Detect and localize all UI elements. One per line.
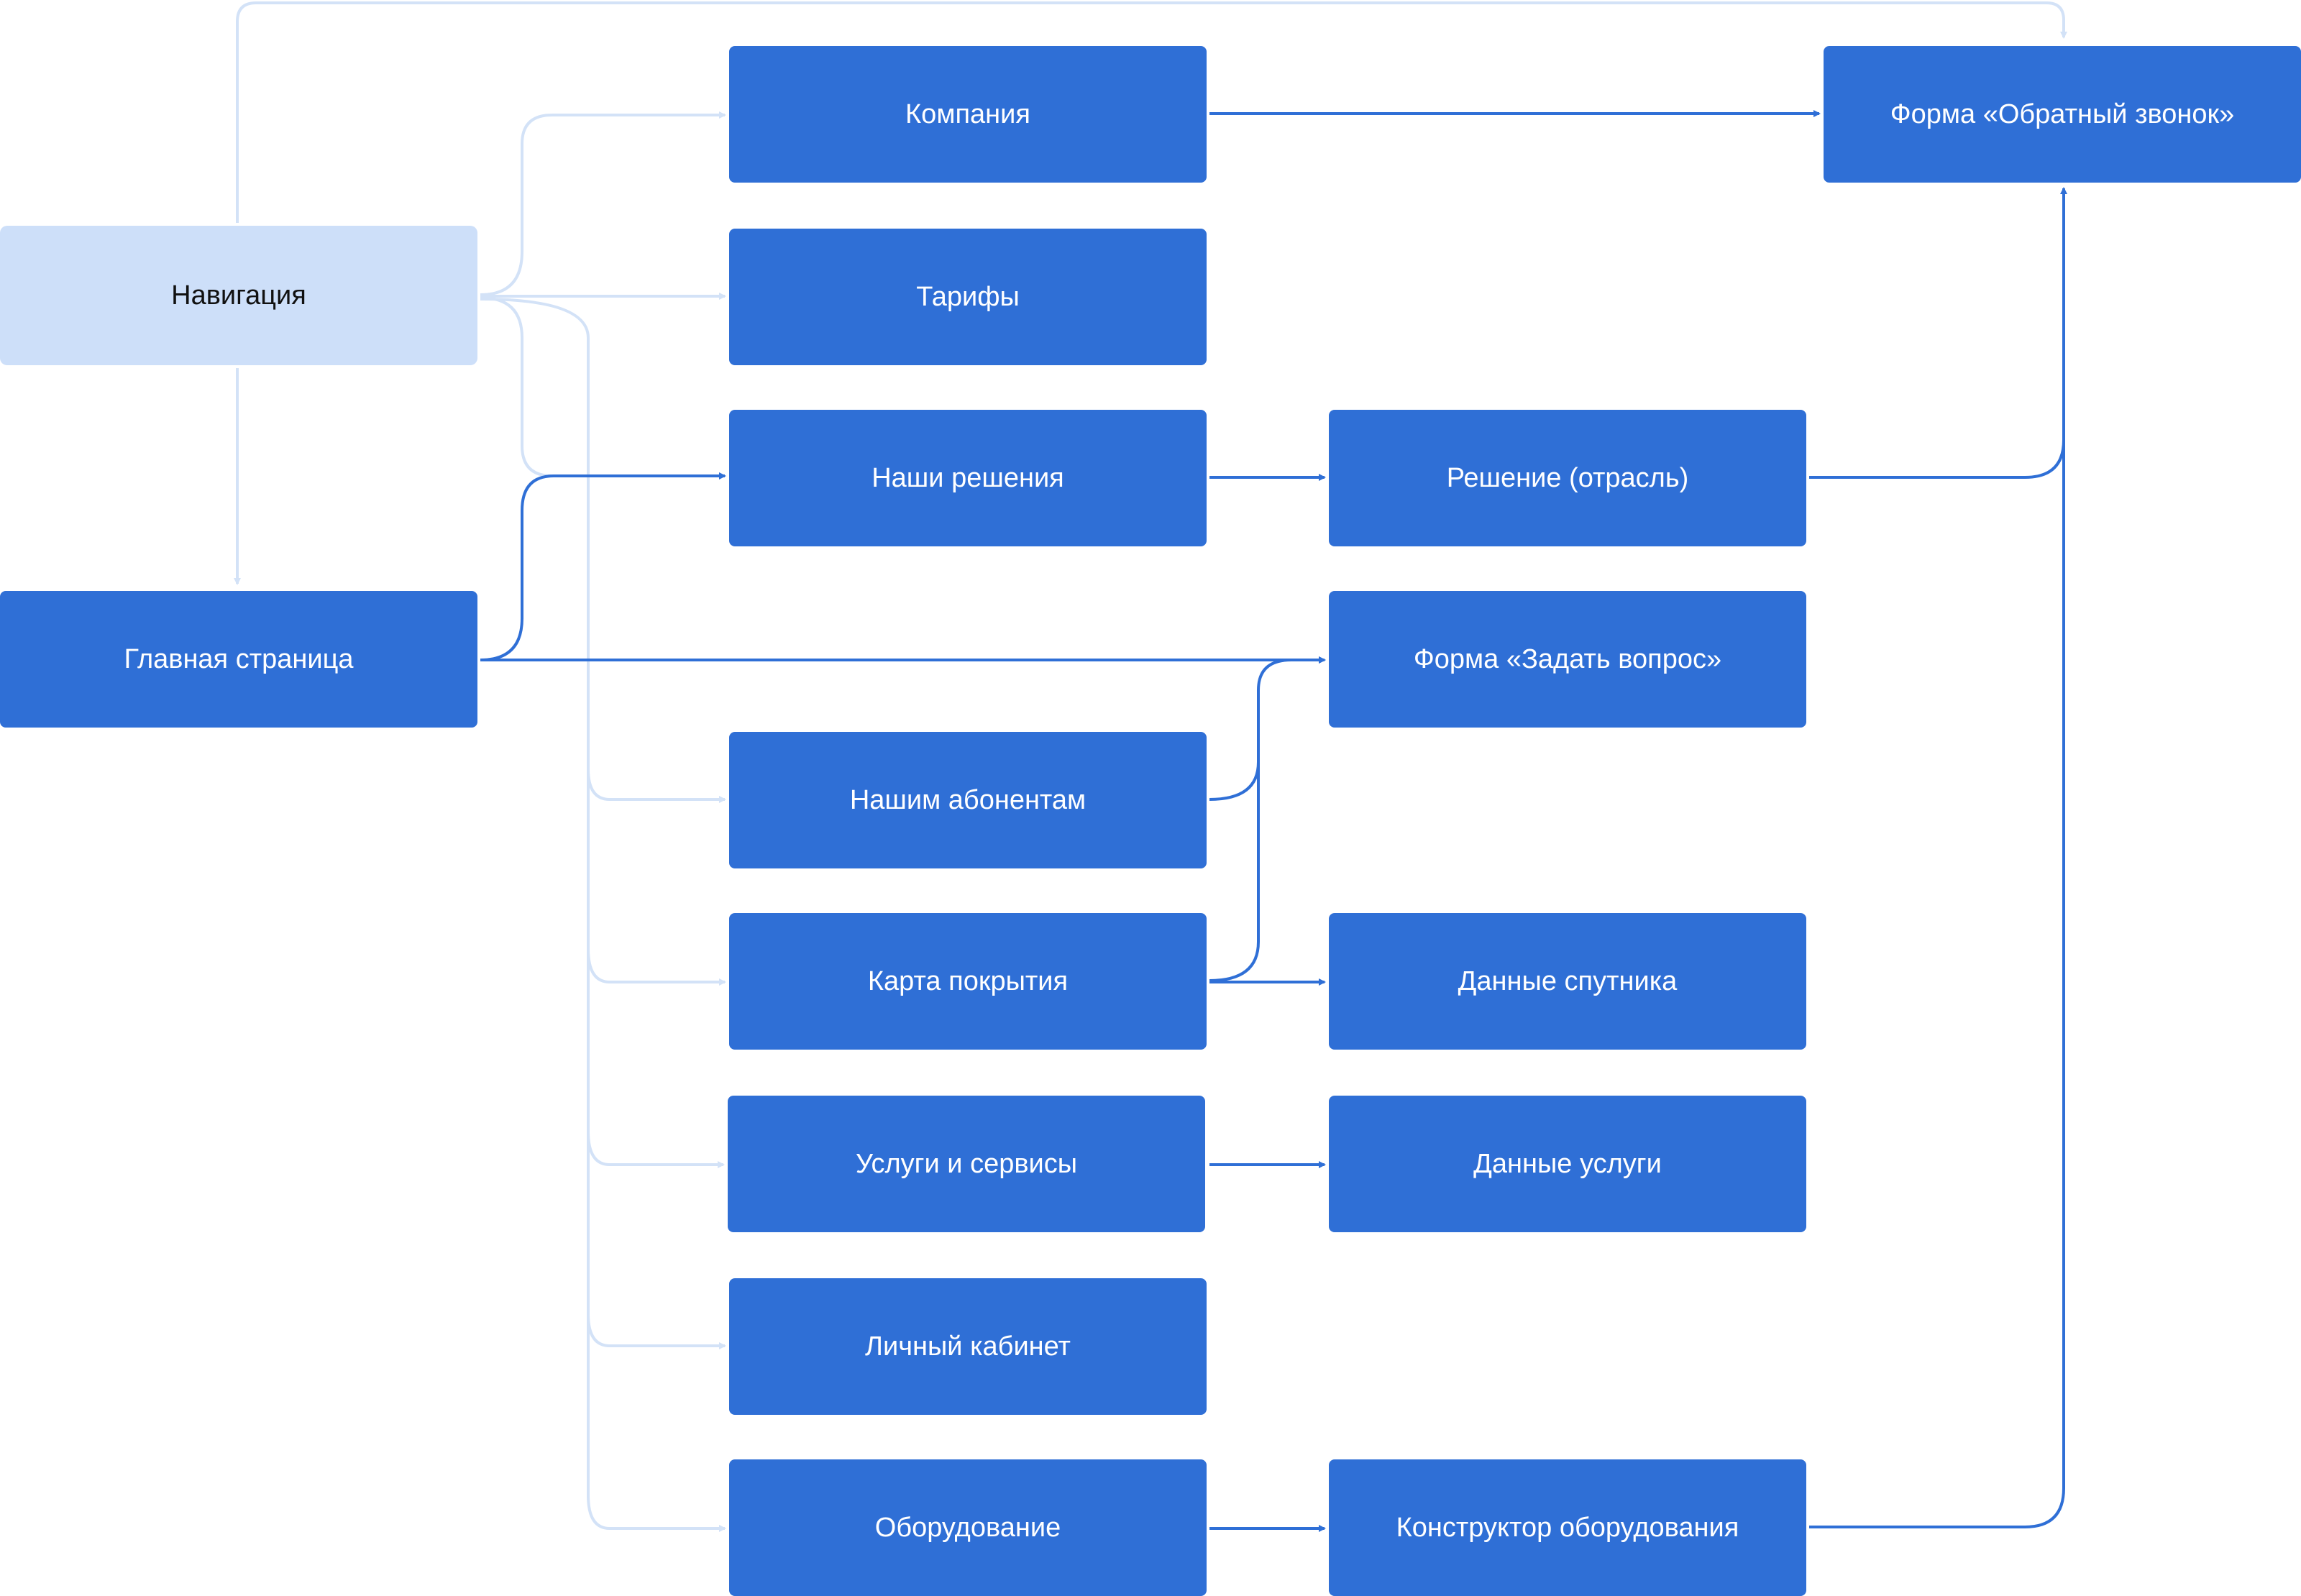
node-coverage[interactable]: Карта покрытия [729, 913, 1207, 1050]
node-callback-form[interactable]: Форма «Обратный звонок» [1824, 46, 2301, 183]
node-home[interactable]: Главная страница [0, 591, 477, 728]
edge-navigation-company [480, 111, 726, 296]
node-ask-form[interactable]: Форма «Задать вопрос» [1329, 591, 1806, 728]
node-solutions[interactable]: Наши решения [729, 410, 1207, 546]
node-constructor[interactable]: Конструктор оборудования [1329, 1459, 1806, 1596]
node-subscribers[interactable]: Нашим абонентам [729, 732, 1207, 868]
edge-navigation-callback [236, 1, 2067, 223]
edge-home-solutions [480, 472, 726, 661]
edge-navigation-equipment [587, 1314, 726, 1532]
edge-navigation-coverage [587, 769, 726, 986]
edge-subscribers-ask-form [1209, 656, 1326, 801]
node-solution-industry[interactable]: Решение (отрасль) [1329, 410, 1806, 546]
edge-coverage-ask-form [1209, 762, 1260, 982]
node-services[interactable]: Услуги и сервисы [728, 1096, 1205, 1232]
node-tariffs[interactable]: Тарифы [729, 229, 1207, 365]
edge-navigation-subscribers [480, 298, 726, 803]
node-service-data[interactable]: Данные услуги [1329, 1096, 1806, 1232]
node-equipment[interactable]: Оборудование [729, 1459, 1207, 1596]
node-account[interactable]: Личный кабинет [729, 1278, 1207, 1415]
edge-constructor-callback [1809, 440, 2065, 1528]
edge-industry-callback [1809, 187, 2067, 479]
node-navigation[interactable]: Навигация [0, 226, 477, 365]
edge-navigation-solutions [480, 296, 568, 477]
node-satellite[interactable]: Данные спутника [1329, 913, 1806, 1050]
node-company[interactable]: Компания [729, 46, 1207, 183]
